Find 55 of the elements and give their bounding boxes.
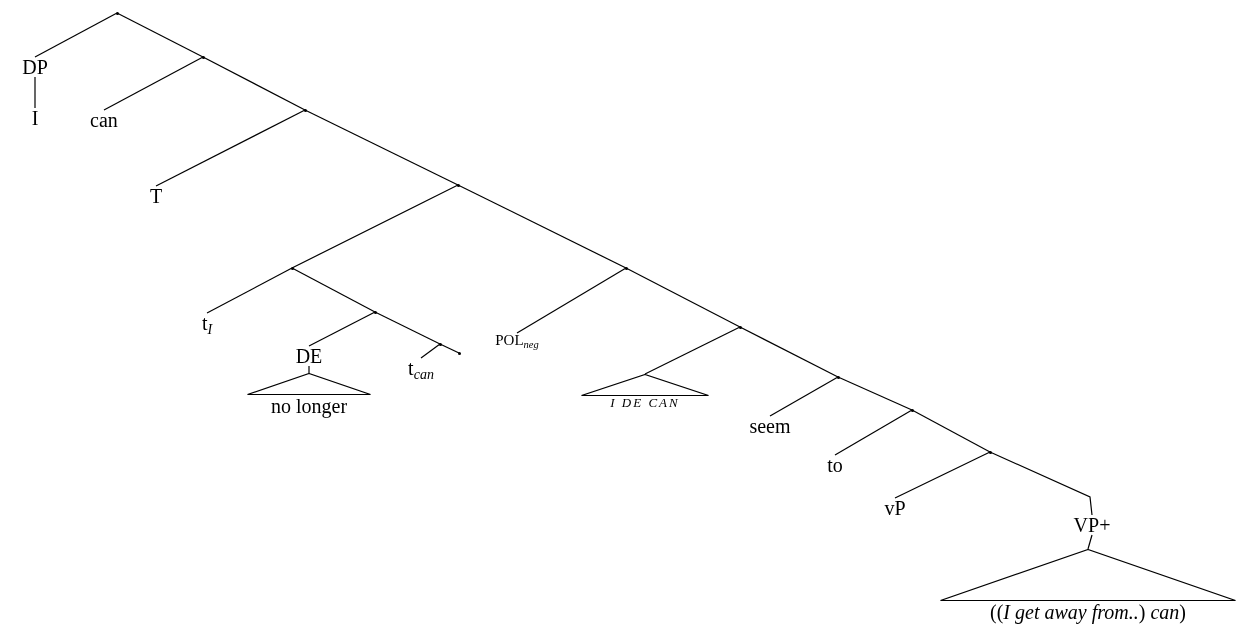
tree-branch <box>206 267 293 314</box>
tree-branch <box>202 56 306 111</box>
tree-branch <box>644 326 741 375</box>
node-label: DP <box>22 57 48 77</box>
tree-branch <box>155 109 306 187</box>
tree-branch <box>837 376 913 411</box>
node-label: T <box>149 186 163 206</box>
node-label: seem <box>749 416 791 436</box>
branch-point <box>290 266 294 270</box>
tree-branch <box>34 12 118 58</box>
tree-branch <box>516 267 627 334</box>
branch-point <box>836 375 840 379</box>
node-label: I <box>31 108 39 128</box>
tree-branch <box>291 267 376 313</box>
phrase-text: ((I get away from..) can) <box>989 601 1187 623</box>
branch-point <box>115 11 119 15</box>
phrase-text: I DE CAN <box>609 396 681 411</box>
node-label: to <box>827 455 843 475</box>
node-label: t$_{I}$ <box>201 313 213 337</box>
tree-branch <box>116 12 204 58</box>
branch-point <box>373 310 377 314</box>
node-label: can <box>90 110 118 130</box>
branch-point <box>201 55 205 59</box>
tree-branch <box>308 365 310 374</box>
tree-branch <box>457 184 627 269</box>
tree-branch <box>291 184 459 269</box>
tree-branch <box>834 409 913 456</box>
branch-point <box>438 342 442 346</box>
tree-branch <box>625 267 741 328</box>
branch-point <box>910 408 914 412</box>
tree-branch <box>420 343 441 359</box>
tree-branch <box>769 376 839 417</box>
node-label: POL$_{neg}$ <box>495 333 539 351</box>
tree-branch <box>1087 534 1093 550</box>
tree-branch <box>439 343 460 354</box>
tree-branch <box>911 409 991 453</box>
node-label: DE <box>295 346 323 366</box>
tree-branch <box>894 451 991 499</box>
branch-point <box>303 108 307 112</box>
branch-point <box>988 450 992 454</box>
tree-branch <box>304 109 459 186</box>
node-label: vP <box>884 498 906 518</box>
tree-branch <box>103 56 204 111</box>
tree-branch <box>308 311 376 347</box>
branch-point <box>457 351 461 355</box>
phrase-text: no longer <box>269 395 349 417</box>
tree-branch <box>989 451 1093 516</box>
branch-point <box>624 266 628 270</box>
tree-branch <box>374 311 441 345</box>
node-label: t$_{can}$ <box>408 358 434 382</box>
tree-branch <box>34 76 36 109</box>
branch-point <box>456 183 460 187</box>
node-label: VP+ <box>1073 515 1111 535</box>
branch-point <box>738 325 742 329</box>
tree-branch <box>739 326 839 378</box>
